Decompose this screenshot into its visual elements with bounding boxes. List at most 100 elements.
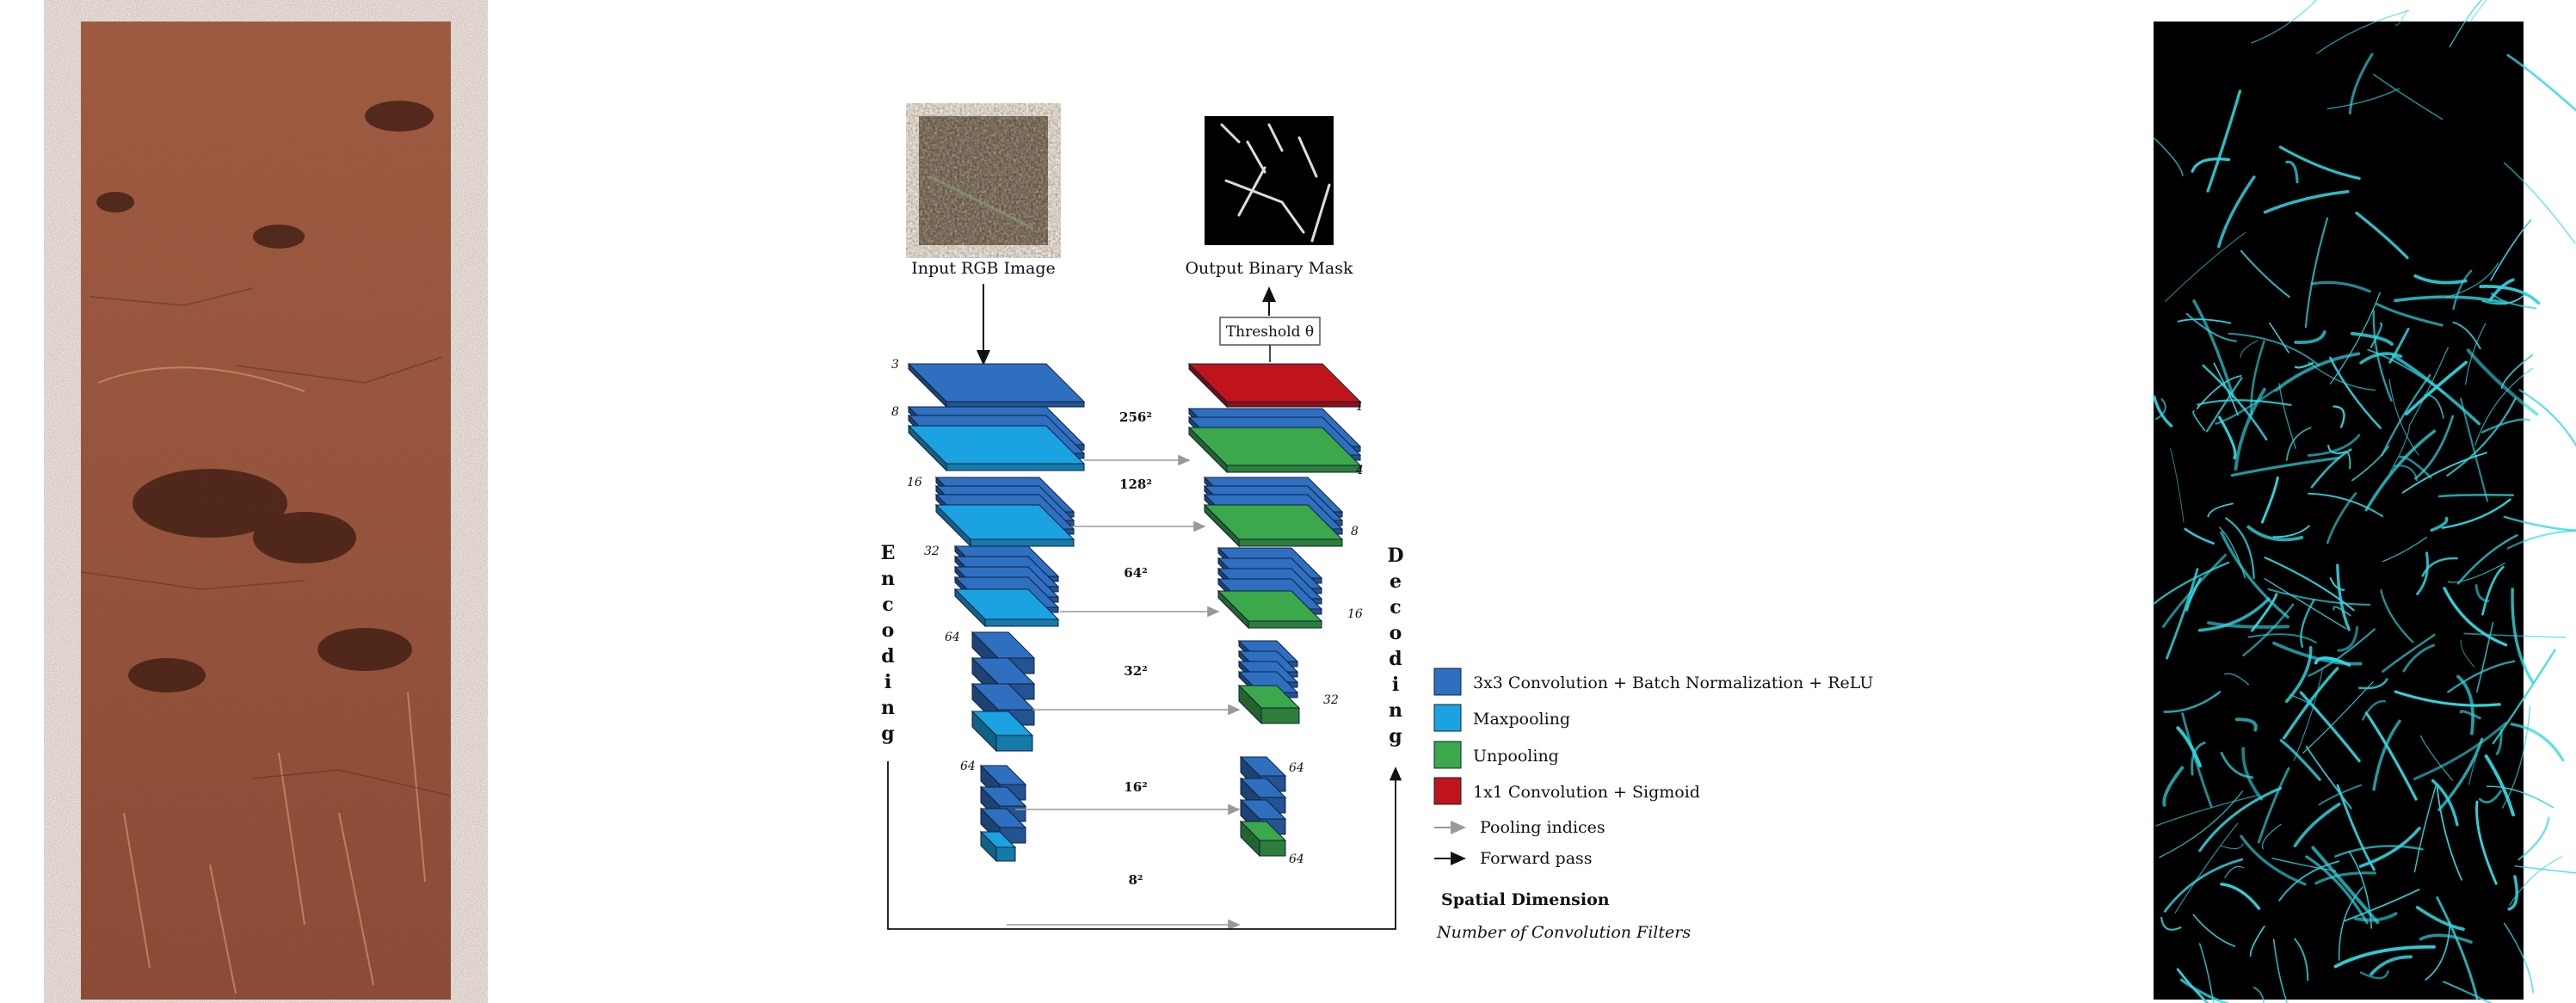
root-segment [2431,778,2459,827]
architecture-diagram: Input RGB Image Output Binary Mask Thres… [835,90,1873,951]
root-segment [2348,52,2374,115]
root-segment [2326,492,2357,545]
root-segment [2228,332,2320,366]
root-segment [2359,970,2389,980]
root-segment [2478,790,2502,804]
root-segment [2307,492,2384,518]
root-segment [2456,533,2518,585]
root-segment [2503,922,2534,994]
root-segment [2501,705,2531,809]
root-segment [2202,364,2268,441]
root-segment [2283,667,2339,740]
root-segment [2166,568,2199,660]
vertical-letter: o [1390,622,1402,644]
decoder-layer [1203,503,1344,548]
skip-forward-arrow [887,761,1402,930]
encoder-layer [979,830,1017,863]
decoder-filter-count: 64 [1289,852,1304,866]
root-segment [2294,361,2314,369]
root-segment [2420,735,2453,781]
root-segment [2220,883,2261,910]
root-segment [2294,330,2326,344]
legend-item-label: Pooling indices [1480,818,1605,837]
encoder-filter-count: 64 [960,760,976,773]
root-segment [2382,633,2436,673]
root-segment [2443,981,2493,1003]
spatial-dim-label: 64² [1124,565,1147,581]
root-segment [2376,303,2444,327]
root-segment [2474,367,2534,446]
root-segment [2437,494,2514,498]
root-segment [2372,719,2401,791]
diagram-svg: Input RGB Image Output Binary Mask Thres… [881,116,1873,942]
root-segment [2271,858,2337,872]
root-segment [2230,456,2340,477]
root-segment [2361,700,2386,721]
root-segment [2155,794,2259,827]
vertical-letter: i [1392,674,1399,696]
root-segment [2278,383,2296,449]
root-segment [2272,938,2289,1003]
root-segment [2278,860,2340,901]
root-segment [2394,295,2508,305]
root-segment [2192,410,2206,432]
root-segment [2336,563,2351,631]
root-segment [2468,754,2478,785]
root-segment [2480,418,2531,434]
root-segment [2333,606,2351,617]
root-segment [2381,373,2431,457]
root-segment [2251,593,2278,632]
root-segment [2234,387,2266,471]
root-segment [2507,875,2518,911]
vertical-letter: d [881,645,894,668]
root-mask-image [2152,0,2576,1003]
root-segment [2370,955,2413,976]
root-segment [2500,354,2534,390]
root-segment [2466,348,2539,416]
root-segment [2380,589,2414,643]
root-segment [2337,625,2359,652]
root-segment [2160,916,2182,931]
decoder-filter-count: 8 [1351,525,1359,538]
root-segment [2436,786,2462,881]
root-segment [2224,673,2249,686]
root-segment [2514,865,2576,874]
encoder-filter-count: 3 [891,358,899,372]
root-segment [2242,603,2295,657]
root-segment [2475,800,2498,885]
root-segment [2468,0,2487,23]
input-rgb-image [919,116,1048,245]
root-segment [2310,280,2371,293]
root-segment [2463,632,2567,638]
root-segment [2197,399,2292,407]
root-segment [2305,855,2369,925]
root-segment [2460,639,2475,668]
root-segment [2419,933,2473,944]
root-segment [2350,331,2394,346]
spatial-dim-label: 256² [1119,409,1152,425]
root-segment [2260,476,2279,524]
decoder-layer [1237,684,1301,725]
root-segment [2430,516,2449,532]
decoder-filter-count: 4 [1355,464,1364,477]
root-segment [2413,274,2468,285]
vertical-letter: o [882,619,895,642]
root-segment [2394,690,2501,707]
legend-swatch-conv [1433,668,1462,696]
root-segment [2382,537,2427,563]
root-segment [2155,397,2166,421]
root-segment [2314,656,2351,667]
root-segment [2452,321,2481,350]
root-segment [2358,827,2421,868]
root-segment [2153,395,2173,428]
root-segment [2392,354,2480,426]
root-segment [2163,858,2244,913]
root-segment [2329,577,2345,591]
root-segment [2492,649,2556,745]
output-binary-mask [1205,116,1334,245]
root-segment [2452,269,2473,311]
legend: 3x3 Convolution + Batch Normalization + … [1433,668,1873,942]
encoder-layer [907,362,1086,409]
root-segment [2338,886,2363,961]
